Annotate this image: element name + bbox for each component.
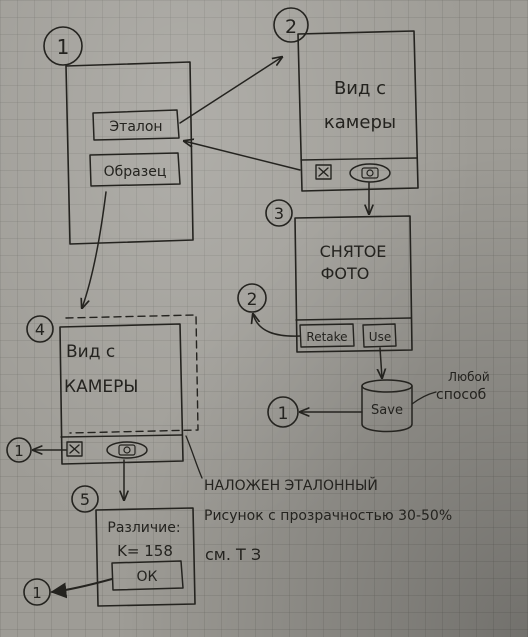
save-note-line2: способ: [436, 387, 486, 403]
screen-3-toolbar-divider: [295, 317, 412, 321]
badge-1-screen4-label: 1: [14, 442, 24, 460]
overlay-note-connector: [185, 435, 203, 479]
sample-button[interactable]: Образец: [89, 152, 181, 187]
screen-4-overlay-outline: [65, 314, 199, 434]
arrow-sample-to-screen4: [82, 191, 107, 308]
save-cylinder-top: [361, 379, 413, 393]
screen-2-caption-line2: камеры: [324, 112, 396, 133]
screen-4-caption-line1: Вид с: [66, 342, 115, 362]
screen-1: Эталон Образец: [65, 61, 194, 245]
save-note-line1: Любой: [448, 370, 490, 384]
badge-2-retake-label: 2: [247, 290, 258, 310]
etalon-button-label: Эталон: [109, 119, 162, 135]
badge-3: 3: [265, 199, 293, 227]
close-icon[interactable]: [66, 441, 83, 457]
badge-1-bottom-label: 1: [32, 584, 42, 602]
screen-4: Вид с КАМЕРЫ: [59, 314, 199, 465]
arrow-close-to-screen1: [184, 141, 301, 171]
save-node: Save Любой способ: [361, 370, 490, 433]
ok-button[interactable]: ОК: [111, 560, 184, 591]
badge-2-top: 2: [273, 7, 309, 43]
overlay-note-line2: Рисунок с прозрачностью 30-50%: [204, 508, 452, 524]
badge-5: 5: [71, 485, 99, 513]
use-button-label: Use: [369, 330, 391, 344]
screen-2-caption-line1: Вид с: [334, 78, 386, 99]
screen-2-toolbar-divider: [300, 157, 418, 161]
badge-2-retake: 2: [237, 283, 267, 313]
sample-button-label: Образец: [104, 164, 167, 180]
close-icon[interactable]: [315, 164, 332, 180]
badge-5-label: 5: [80, 490, 90, 509]
save-cylinder-body: [361, 385, 413, 433]
etalon-button[interactable]: Эталон: [92, 109, 180, 141]
badge-4-label: 4: [35, 320, 45, 339]
overlay-note-line1: НАЛОЖЕН ЭТАЛОННЫЙ: [204, 476, 378, 494]
badge-1-top: 1: [43, 26, 83, 66]
camera-icon[interactable]: [349, 163, 391, 183]
arrow-use-to-save: [380, 347, 382, 378]
arrow-retake-to-2: [253, 314, 301, 337]
badge-1-top-label: 1: [57, 35, 70, 59]
screen-2: Вид с камеры: [297, 30, 419, 192]
camera-icon[interactable]: [106, 441, 148, 459]
arrow-ok-to-1: [50, 578, 113, 599]
screen-4-caption-line2: КАМЕРЫ: [64, 377, 138, 397]
screen-3-caption-line2: ФОТО: [321, 264, 370, 283]
screen-3: СНЯТОЕ ФОТО Retake Use: [294, 215, 413, 353]
badge-1-save: 1: [267, 396, 299, 428]
save-label: Save: [371, 403, 403, 418]
screen-4-frame: [59, 323, 184, 465]
screen-3-caption-line1: СНЯТОЕ: [320, 242, 387, 261]
screen-2-frame: [297, 30, 419, 192]
save-note-connector: [411, 391, 437, 405]
screen-3-frame: [294, 215, 413, 353]
badge-2-top-label: 2: [285, 16, 297, 38]
badge-1-save-label: 1: [278, 404, 289, 424]
use-button[interactable]: Use: [362, 323, 397, 348]
flow-arrows: [33, 57, 382, 599]
retake-button-label: Retake: [306, 330, 347, 344]
screen-1-frame: [65, 61, 194, 245]
tz-note: см. Т З: [205, 545, 261, 564]
difference-label: Различие:: [107, 520, 180, 536]
badge-1-screen4: 1: [6, 437, 32, 463]
badge-4: 4: [26, 315, 54, 343]
screen-4-toolbar-divider: [60, 434, 183, 438]
badge-1-bottom: 1: [23, 578, 51, 606]
ok-button-label: ОК: [137, 569, 158, 585]
retake-button[interactable]: Retake: [299, 323, 355, 348]
arrow-etalon-to-camera: [179, 57, 282, 124]
difference-value: K= 158: [117, 542, 173, 560]
badge-3-label: 3: [274, 204, 284, 223]
screen-5-frame: [95, 507, 196, 607]
screen-5: Различие: K= 158 ОК: [95, 507, 196, 607]
